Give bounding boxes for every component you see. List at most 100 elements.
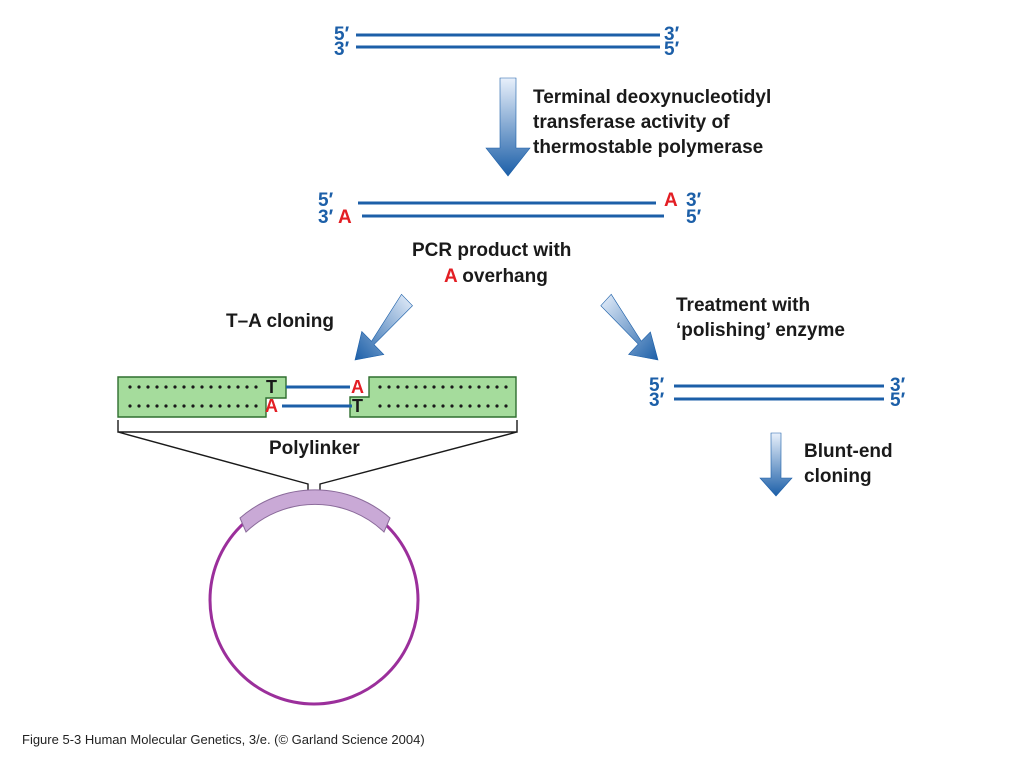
dna-dot	[191, 404, 195, 408]
three-prime-label: 3′	[686, 190, 702, 211]
dna-dot	[137, 385, 141, 389]
dna-dot	[495, 385, 499, 389]
dna-dot	[254, 404, 258, 408]
dna-dot	[128, 404, 132, 408]
blunt-end-label-line2: cloning	[804, 466, 872, 487]
dna-dot	[182, 404, 186, 408]
vector-right-arm	[349, 376, 517, 418]
arrow-ta-cloning	[354, 293, 413, 361]
dna-dot	[504, 404, 508, 408]
dna-dot	[173, 385, 177, 389]
five-prime-label: 5′	[890, 390, 906, 411]
dna-duplex-a-overhang	[358, 201, 664, 218]
t-base-left: T	[266, 377, 277, 397]
dna-dot	[396, 385, 400, 389]
dna-dot	[209, 385, 213, 389]
dna-dot	[477, 385, 481, 389]
dna-dot	[459, 385, 463, 389]
dna-dot	[227, 404, 231, 408]
dna-dot	[459, 404, 463, 408]
dna-dot	[486, 404, 490, 408]
a-overhang-left: A	[338, 207, 352, 228]
polymerase-step-label-line3: thermostable polymerase	[533, 137, 764, 158]
polylinker-band	[239, 489, 391, 533]
dna-dot	[378, 404, 382, 408]
dna-dot	[387, 385, 391, 389]
dna-dot	[405, 385, 409, 389]
dna-dot	[423, 385, 427, 389]
dna-dot	[423, 404, 427, 408]
dna-dot	[432, 385, 436, 389]
dna-dot	[486, 385, 490, 389]
dna-dot	[432, 404, 436, 408]
insert-dna	[282, 385, 352, 408]
dna-dot	[173, 404, 177, 408]
arrow-polishing	[600, 293, 659, 361]
pcr-product-label-line1: PCR product with	[412, 240, 572, 261]
a-base-left: A	[265, 396, 278, 416]
dna-dot	[200, 385, 204, 389]
dna-dot	[146, 404, 150, 408]
dna-dot	[200, 404, 204, 408]
arrow-blunt-end	[759, 432, 793, 497]
dna-dot	[128, 385, 132, 389]
dna-dot	[495, 404, 499, 408]
a-overhang-right: A	[664, 190, 678, 211]
polishing-label-line2: ‘polishing’ enzyme	[676, 320, 845, 341]
dna-dot	[164, 385, 168, 389]
polymerase-step-label-line2: transferase activity of	[533, 112, 730, 133]
polishing-label-line1: Treatment with	[676, 295, 811, 316]
overhang-letter: A	[444, 266, 458, 287]
dna-dot	[236, 385, 240, 389]
five-prime-label: 5′	[318, 190, 334, 211]
dna-dot	[164, 404, 168, 408]
dna-duplex-blunt	[674, 384, 884, 401]
dna-dot	[209, 404, 213, 408]
dna-dot	[441, 385, 445, 389]
five-prime-label: 5′	[686, 207, 702, 228]
dna-dot	[182, 385, 186, 389]
dna-dot	[146, 385, 150, 389]
dna-dot	[245, 404, 249, 408]
polymerase-step-label-line1: Terminal deoxynucleotidyl	[533, 87, 772, 108]
dna-dot	[155, 404, 159, 408]
dna-dot	[450, 404, 454, 408]
arrow-down-polymerase	[485, 77, 531, 177]
dna-dot	[387, 404, 391, 408]
dna-dot	[414, 404, 418, 408]
five-prime-label: 5′	[664, 39, 680, 60]
t-base-right: T	[352, 396, 363, 416]
three-prime-label: 3′	[649, 390, 665, 411]
three-prime-label: 3′	[334, 39, 350, 60]
vector-dna-dots	[128, 385, 508, 408]
dna-dot	[254, 385, 258, 389]
dna-dot	[441, 404, 445, 408]
pcr-product-label-line2: A overhang	[444, 267, 548, 286]
dna-dot	[414, 385, 418, 389]
polylinker-label: Polylinker	[269, 438, 360, 459]
dna-dot	[378, 385, 382, 389]
dna-dot	[218, 404, 222, 408]
dna-dot	[405, 404, 409, 408]
dna-dot	[477, 404, 481, 408]
dna-dot	[245, 385, 249, 389]
five-prime-label: 5′	[649, 375, 665, 396]
three-prime-label: 3′	[318, 207, 334, 228]
dna-dot	[137, 404, 141, 408]
blunt-end-label-line1: Blunt-end	[804, 441, 893, 462]
ta-cloning-label: T–A cloning	[226, 311, 335, 332]
dna-dot	[468, 385, 472, 389]
dna-dot	[504, 385, 508, 389]
overhang-word: overhang	[457, 266, 548, 287]
dna-dot	[236, 404, 240, 408]
dna-dot	[155, 385, 159, 389]
figure-caption: Figure 5-3 Human Molecular Genetics, 3/e…	[22, 732, 425, 747]
dna-dot	[468, 404, 472, 408]
dna-duplex-original	[356, 33, 660, 49]
three-prime-label: 3′	[664, 24, 680, 45]
dna-dot	[191, 385, 195, 389]
a-base-right: A	[351, 377, 364, 397]
five-prime-label: 5′	[334, 24, 350, 45]
vector-left-arm	[117, 376, 287, 418]
